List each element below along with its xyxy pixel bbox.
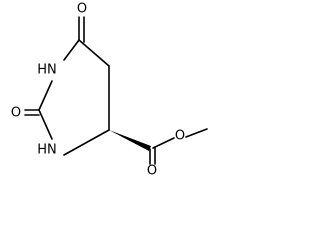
bond-ester-c-o-single	[152, 137, 175, 149]
atom-nh-bottom: HN	[37, 143, 57, 158]
atom-o-carbonyl: O	[147, 164, 157, 179]
atom-o-top: O	[77, 2, 87, 17]
bond-c2-n3	[38, 109, 53, 140]
molecule-structure: O HN O HN O O	[11, 2, 208, 179]
atom-o-left: O	[11, 106, 21, 121]
bond-o-methyl	[185, 128, 208, 138]
atom-o-ester: O	[175, 129, 185, 144]
atom-nh-top: HN	[37, 63, 57, 78]
bond-c5-c6	[78, 39, 110, 67]
bond-c6-n1	[63, 39, 80, 61]
wedge-bond-c4-ester	[109, 130, 151, 151]
structure-canvas: O HN O HN O O	[10, 1, 208, 179]
bond-n1-c2	[38, 80, 53, 111]
bond-n3-c4	[63, 129, 110, 156]
